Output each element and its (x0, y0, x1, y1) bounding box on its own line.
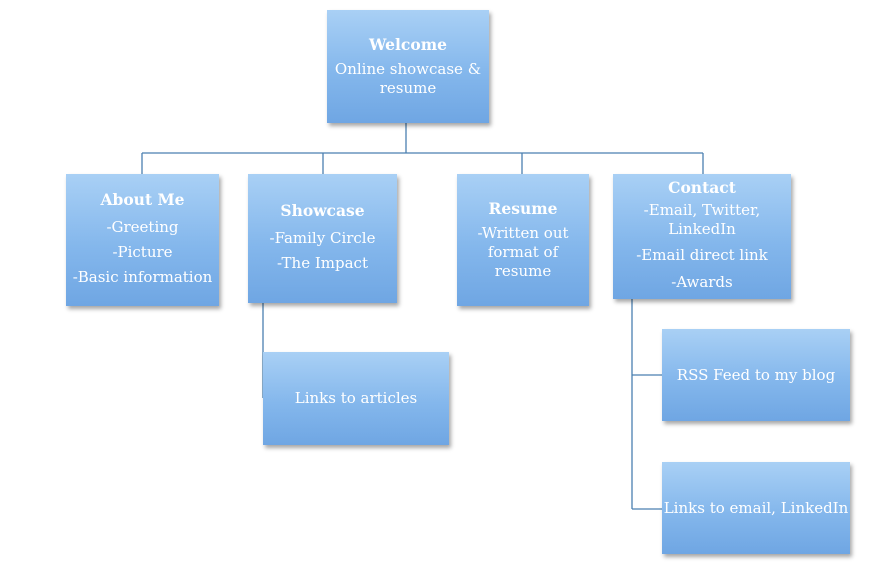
resume-line-3: resume (494, 262, 552, 280)
resume-line-1: -Written out (477, 224, 569, 242)
contact-box: Contact -Email, Twitter, LinkedIn -Email… (613, 174, 791, 299)
showcase-line-1: -Family Circle (269, 229, 376, 247)
about-me-box: About Me -Greeting -Picture -Basic infor… (66, 174, 219, 306)
links-to-articles-box: Links to articles (263, 352, 449, 445)
showcase-line-2: -The Impact (277, 254, 368, 272)
contact-line-4: -Awards (671, 273, 733, 291)
links-to-email-box: Links to email, LinkedIn (662, 462, 850, 554)
links-to-email-label: Links to email, LinkedIn (663, 498, 849, 517)
contact-line-1: -Email, Twitter, (643, 201, 761, 219)
contact-title: Contact (668, 178, 736, 197)
about-me-title: About Me (100, 190, 185, 209)
about-me-line-1: -Greeting (106, 218, 179, 236)
welcome-title: Welcome (369, 35, 447, 54)
resume-title: Resume (488, 199, 558, 218)
about-me-line-2: -Picture (112, 243, 173, 261)
resume-box: Resume -Written out format of resume (457, 174, 589, 306)
links-to-articles-label: Links to articles (294, 389, 418, 407)
showcase-box: Showcase -Family Circle -The Impact (248, 174, 397, 303)
rss-feed-box: RSS Feed to my blog (662, 329, 850, 421)
about-me-line-3: -Basic information (72, 268, 213, 286)
welcome-line-1: Online showcase & (334, 60, 482, 78)
welcome-line-2: resume (379, 79, 437, 97)
welcome-box: Welcome Online showcase & resume (327, 10, 489, 123)
contact-line-2: LinkedIn (668, 220, 736, 238)
resume-line-2: format of (487, 243, 559, 261)
showcase-title: Showcase (280, 201, 365, 220)
rss-feed-label: RSS Feed to my blog (676, 365, 836, 384)
contact-line-3: -Email direct link (636, 246, 768, 264)
